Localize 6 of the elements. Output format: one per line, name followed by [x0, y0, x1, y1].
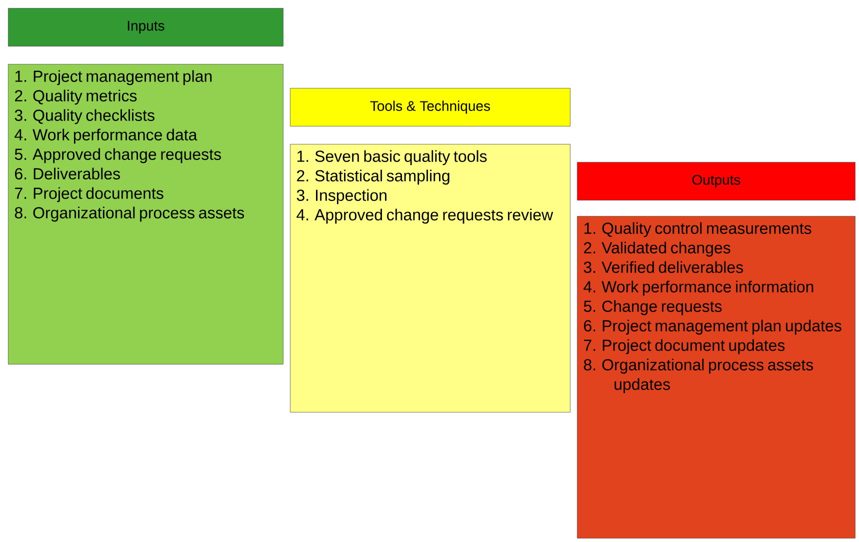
list-box: 1. Seven basic quality tools 2. Statistical sampling 3. Inspection 4. Approved change requests review	[290, 144, 570, 412]
heading-box: Inputs	[8, 8, 284, 46]
heading-box: Outputs	[577, 162, 856, 200]
list-box: 1. Quality control measurements 2. Validated changes 3. Verified deliverables 4. Work performance information 5. Change requests 6. Project management plan updates 7. Project document updates 8. Organizational process assets updates	[577, 216, 856, 538]
list-box: 1. Project management plan 2. Quality metrics 3. Quality checklists 4. Work performance data 5. Approved change requests 6. Deliverables 7. Project documents 8. Organizational process assets	[8, 64, 284, 364]
heading-box: Tools & Techniques	[290, 88, 570, 126]
